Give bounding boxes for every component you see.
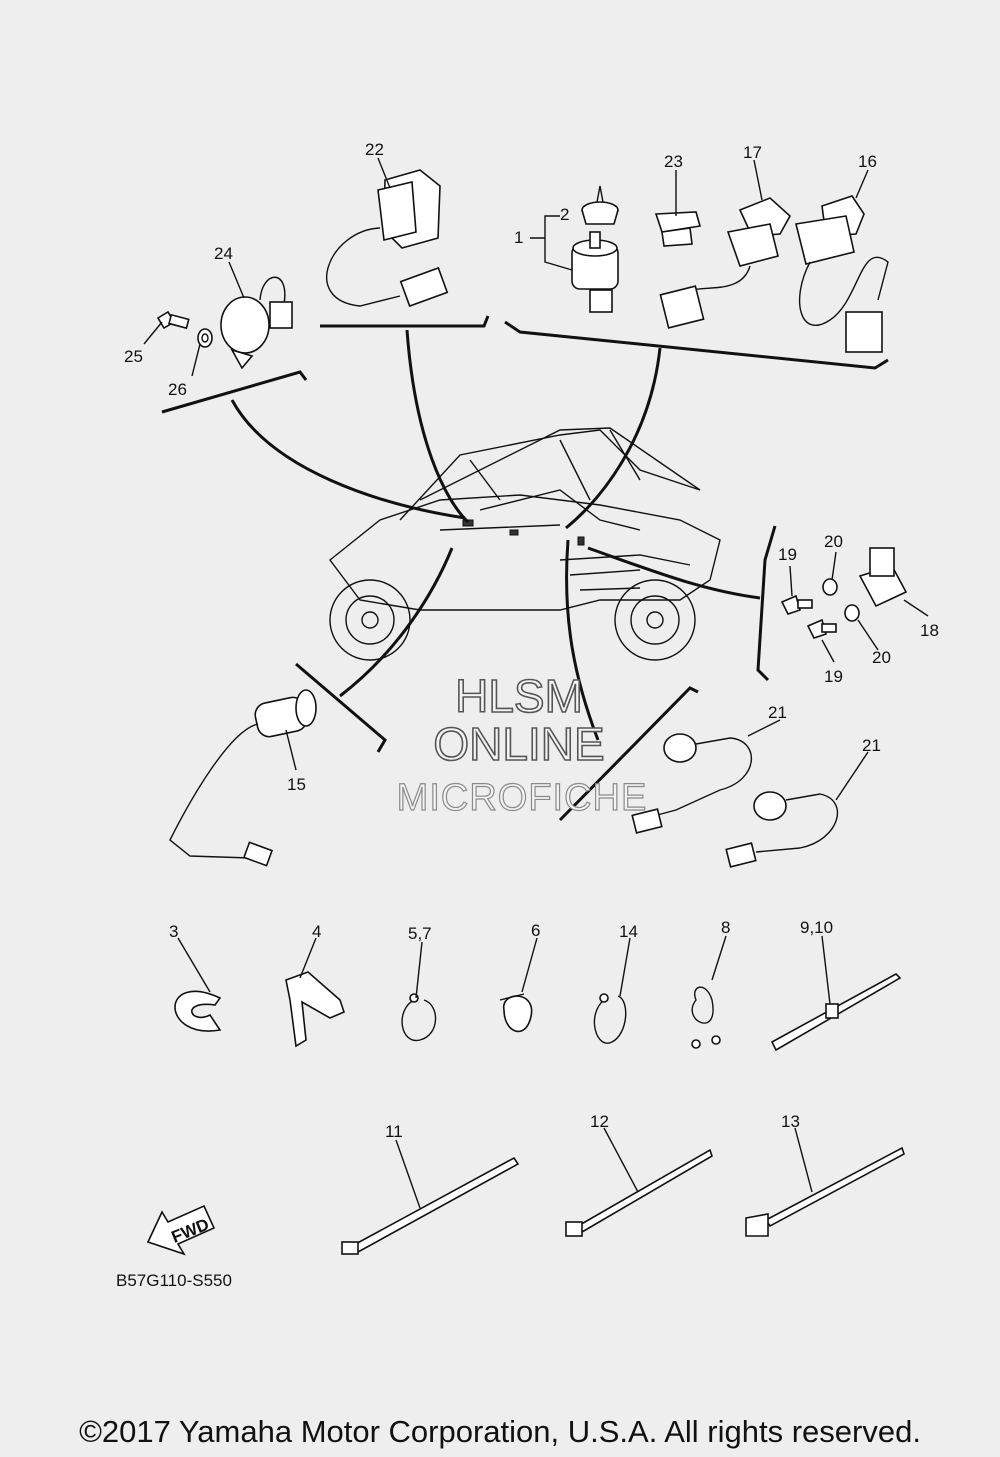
callout-5-7: 5,7 xyxy=(408,924,432,943)
callout-25: 25 xyxy=(124,347,143,366)
watermark-line-2: ONLINE xyxy=(433,718,604,770)
fwd-arrow-icon: FWD xyxy=(146,1204,216,1256)
callout-16: 16 xyxy=(858,152,877,171)
callout-23: 23 xyxy=(664,152,683,171)
part-20-washers xyxy=(822,578,860,622)
clamps-row xyxy=(174,971,902,1052)
callout-22: 22 xyxy=(365,140,384,159)
part-26-washer xyxy=(197,328,213,348)
callout-24: 24 xyxy=(214,244,233,263)
part-22-switch xyxy=(326,169,449,308)
callout-12: 12 xyxy=(590,1112,609,1131)
part-24-sensor xyxy=(220,276,293,370)
vehicle-illustration xyxy=(329,427,721,661)
part-2-cap xyxy=(581,185,619,225)
callout-17: 17 xyxy=(743,143,762,162)
part-21-connectors xyxy=(631,733,839,868)
cable-ties xyxy=(341,1146,905,1255)
diagram-code: B57G110-S550 xyxy=(116,1271,232,1290)
callout-19a: 19 xyxy=(778,545,797,564)
part-1-main-switch xyxy=(571,231,619,313)
callout-leaders xyxy=(143,157,929,1209)
part-25-bolt xyxy=(156,310,190,330)
callout-3: 3 xyxy=(169,922,178,941)
part-18-sensor xyxy=(858,547,908,608)
callout-19b: 19 xyxy=(824,667,843,686)
leader-lines xyxy=(161,315,889,822)
callout-8: 8 xyxy=(721,918,730,937)
callout-18: 18 xyxy=(920,621,939,640)
callout-labels: 22 24 25 26 2 1 23 17 16 19 20 18 20 19 … xyxy=(124,140,939,1141)
watermark-line-3: MICROFICHE xyxy=(397,777,648,819)
part-23-switch xyxy=(654,211,702,247)
part-15-socket xyxy=(169,689,317,867)
callout-11: 11 xyxy=(385,1122,403,1141)
callout-13: 13 xyxy=(781,1112,800,1131)
callout-4: 4 xyxy=(312,922,321,941)
part-16-switch xyxy=(795,195,889,353)
callout-20a: 20 xyxy=(824,532,843,551)
callout-14: 14 xyxy=(619,922,638,941)
callout-20b: 20 xyxy=(872,648,891,667)
callout-15: 15 xyxy=(287,775,306,794)
copyright-notice: ©2017 Yamaha Motor Corporation, U.S.A. A… xyxy=(79,1414,921,1449)
part-19-bolts xyxy=(780,594,837,639)
callout-21b: 21 xyxy=(862,736,881,755)
callout-2: 2 xyxy=(560,205,569,224)
callout-1: 1 xyxy=(514,228,523,247)
callout-21a: 21 xyxy=(768,703,787,722)
callout-6: 6 xyxy=(531,921,540,940)
watermark: HLSM ONLINE MICROFICHE xyxy=(396,669,648,819)
watermark-line-1: HLSM xyxy=(455,670,583,722)
callout-26: 26 xyxy=(168,380,187,399)
callout-9-10: 9,10 xyxy=(800,918,833,937)
part-17-switch xyxy=(659,197,792,329)
